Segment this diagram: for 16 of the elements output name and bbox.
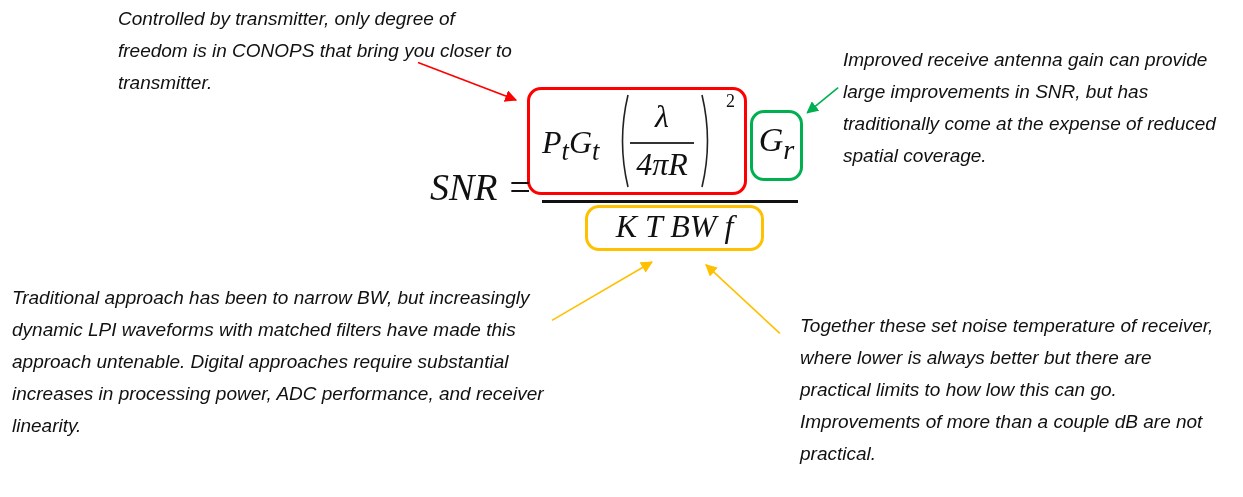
annotation-text: Controlled by transmitter, only degree of freedom is in CONOPS that bring you closer to transmitter.	[118, 7, 513, 95]
annotation-text: Improved receive antenna gain can provide large improvements in SNR, but has traditionally come at the expense of reduced spatial coverage.	[843, 48, 1218, 168]
numerator: λ	[655, 100, 669, 132]
equation-label: SNR =	[430, 168, 533, 206]
highlight-box	[750, 110, 803, 181]
exponent: 2	[726, 92, 735, 110]
math-term: G$_{r}$	[758, 122, 795, 164]
arrow	[417, 61, 518, 102]
arrow	[551, 261, 653, 322]
highlight-box	[527, 87, 747, 195]
math-term: P$_{t}$G$_{t}$	[542, 126, 600, 166]
arrow	[705, 264, 781, 335]
annotation-text: Together these set noise temperature of receiver, where lower is always better but there are practical limits to how low this can go. Improvements of more than a couple dB are not practical.	[800, 314, 1215, 466]
arrow	[806, 86, 839, 114]
annotation-text: Traditional approach has been to narrow BW, but increasingly dynamic LPI waveforms with matched filters have made this approach untenable. Digital approaches require substantial increases in processing power, ADC performance, and receiver linearity.	[12, 286, 545, 438]
denominator: 4πR	[636, 148, 688, 180]
